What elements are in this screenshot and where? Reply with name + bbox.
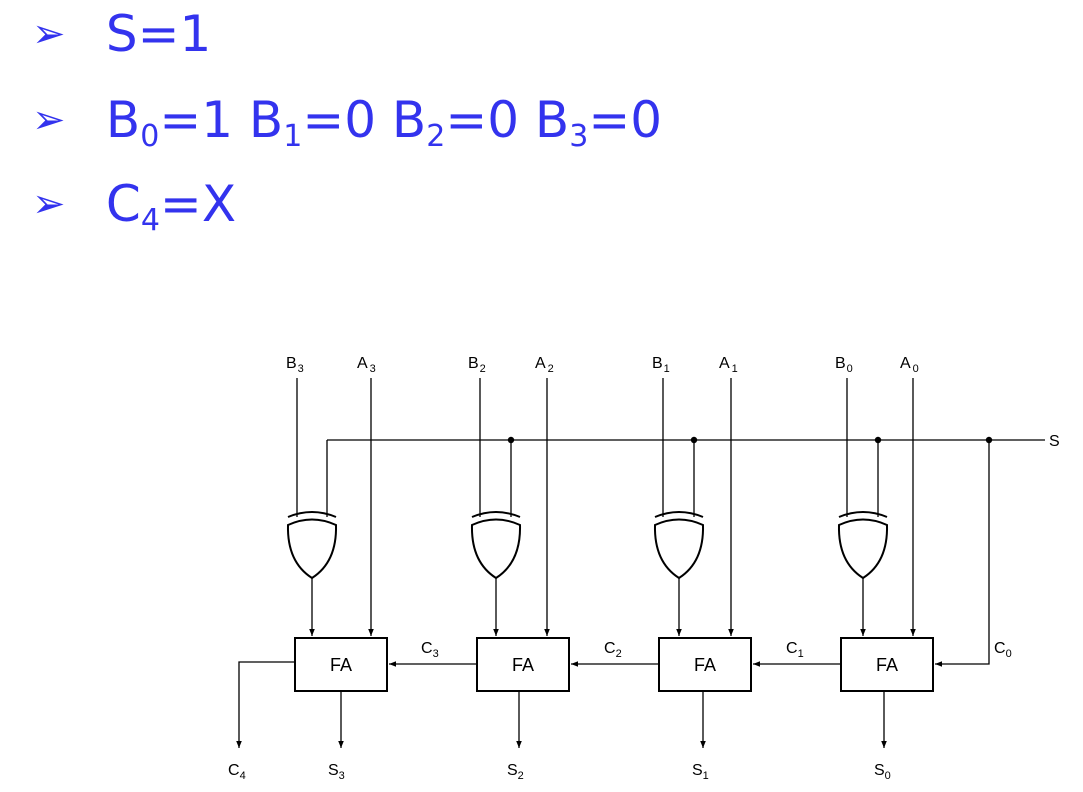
sum-label: S0 xyxy=(874,762,891,782)
junction-dot xyxy=(507,436,515,444)
sum-label: S2 xyxy=(507,762,524,782)
bullet-arrow-icon: ➢ xyxy=(32,11,66,57)
xor-gate xyxy=(470,518,522,580)
full-adder-label: FA xyxy=(876,655,898,675)
input-b-label: B2 xyxy=(468,355,486,375)
bullet-text: =0 B xyxy=(445,91,570,149)
carry-label-c3: C3 xyxy=(421,640,439,660)
bullet-subscript: 0 xyxy=(140,119,160,154)
input-b-label: B0 xyxy=(835,355,853,375)
carry-out-wire xyxy=(236,661,295,748)
bullet-subscript: 1 xyxy=(283,119,303,154)
control-label: S xyxy=(1049,433,1060,450)
full-adder-label: FA xyxy=(330,655,352,675)
xor-gate xyxy=(653,518,705,580)
full-adder-label: FA xyxy=(512,655,534,675)
junction-dot xyxy=(690,436,698,444)
input-b-label: B3 xyxy=(286,355,304,375)
carry-label-c4: C4 xyxy=(228,762,246,782)
bullet-line-1: ➢ S=1 xyxy=(32,0,211,74)
xor-gate xyxy=(286,518,338,580)
bullet-text: =X xyxy=(159,175,237,233)
carry-label-c0: C0 xyxy=(994,640,1012,660)
bullet-text: S=1 xyxy=(105,5,212,63)
bullet-subscript: 4 xyxy=(140,203,160,238)
input-b-label: B1 xyxy=(652,355,670,375)
xor-input-curve xyxy=(838,511,888,518)
bullet-line-2: ➢ B0=1 B1=0 B2=0 B3=0 xyxy=(32,80,662,160)
bullet-subscript: 3 xyxy=(569,119,589,154)
full-adder-block xyxy=(840,637,934,692)
bullet-arrow-icon: ➢ xyxy=(32,97,66,143)
xor-gate xyxy=(837,518,889,580)
bullet-arrow-icon: ➢ xyxy=(32,181,66,227)
full-adder-label: FA xyxy=(694,655,716,675)
bullet-text: =0 xyxy=(588,91,663,149)
sum-label: S1 xyxy=(692,762,709,782)
bullet-text: B xyxy=(105,91,141,149)
carry-in-wire xyxy=(935,440,990,667)
xor-input-curve xyxy=(654,511,704,518)
bullet-line-3: ➢ C4=X xyxy=(32,164,236,244)
carry-label-c1: C1 xyxy=(786,640,804,660)
sum-label: S3 xyxy=(328,762,345,782)
bullet-text: =0 B xyxy=(302,91,427,149)
bullet-text: C xyxy=(105,175,141,233)
bullet-subscript: 2 xyxy=(426,119,446,154)
junction-dot xyxy=(874,436,882,444)
xor-input-curve xyxy=(471,511,521,518)
bullet-text: =1 B xyxy=(159,91,284,149)
carry-label-c2: C2 xyxy=(604,640,622,660)
full-adder-block xyxy=(476,637,570,692)
xor-input-curve xyxy=(287,511,337,518)
